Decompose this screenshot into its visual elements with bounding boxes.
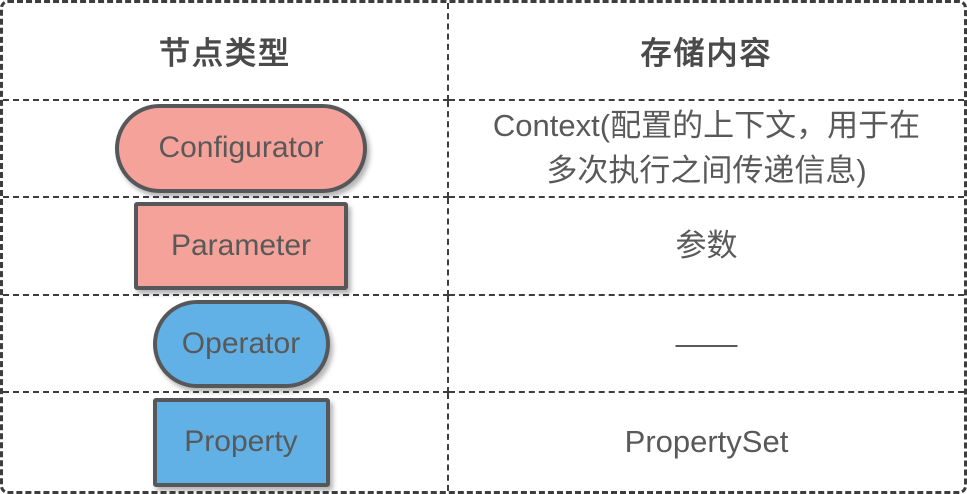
- parameter-storage-text: 参数: [675, 228, 738, 264]
- configurator-node-label: Configurator: [158, 131, 324, 165]
- header-cell-storage-content: 存储内容: [449, 3, 964, 101]
- configurator-storage-text: Context(配置的上下文，用于在 多次执行之间传递信息): [492, 107, 921, 189]
- header-cell-node-type: 节点类型: [3, 3, 449, 101]
- cell-operator-shape: Operator: [3, 295, 449, 394]
- operator-node-label: Operator: [181, 326, 301, 360]
- property-storage-text: PropertySet: [624, 424, 789, 460]
- parameter-node-label: Parameter: [170, 228, 312, 262]
- column-header-storage-content: 存储内容: [640, 36, 773, 72]
- cell-parameter-shape: Parameter: [3, 198, 449, 296]
- configurator-node-shape: Configurator: [115, 103, 367, 193]
- parameter-node-shape: Parameter: [134, 201, 348, 290]
- cell-operator-content: ——: [449, 296, 964, 394]
- operator-node-shape: Operator: [152, 299, 330, 388]
- column-header-node-type: 节点类型: [159, 36, 291, 72]
- cell-property-content: PropertySet: [449, 393, 964, 491]
- property-node-shape: Property: [152, 397, 330, 487]
- operator-storage-text: ——: [675, 325, 738, 361]
- cell-configurator-shape: Configurator: [3, 100, 449, 199]
- cell-configurator-content: Context(配置的上下文，用于在 多次执行之间传递信息): [449, 101, 964, 199]
- cell-parameter-content: 参数: [449, 198, 964, 296]
- property-node-label: Property: [184, 425, 298, 459]
- cell-property-shape: Property: [3, 393, 449, 491]
